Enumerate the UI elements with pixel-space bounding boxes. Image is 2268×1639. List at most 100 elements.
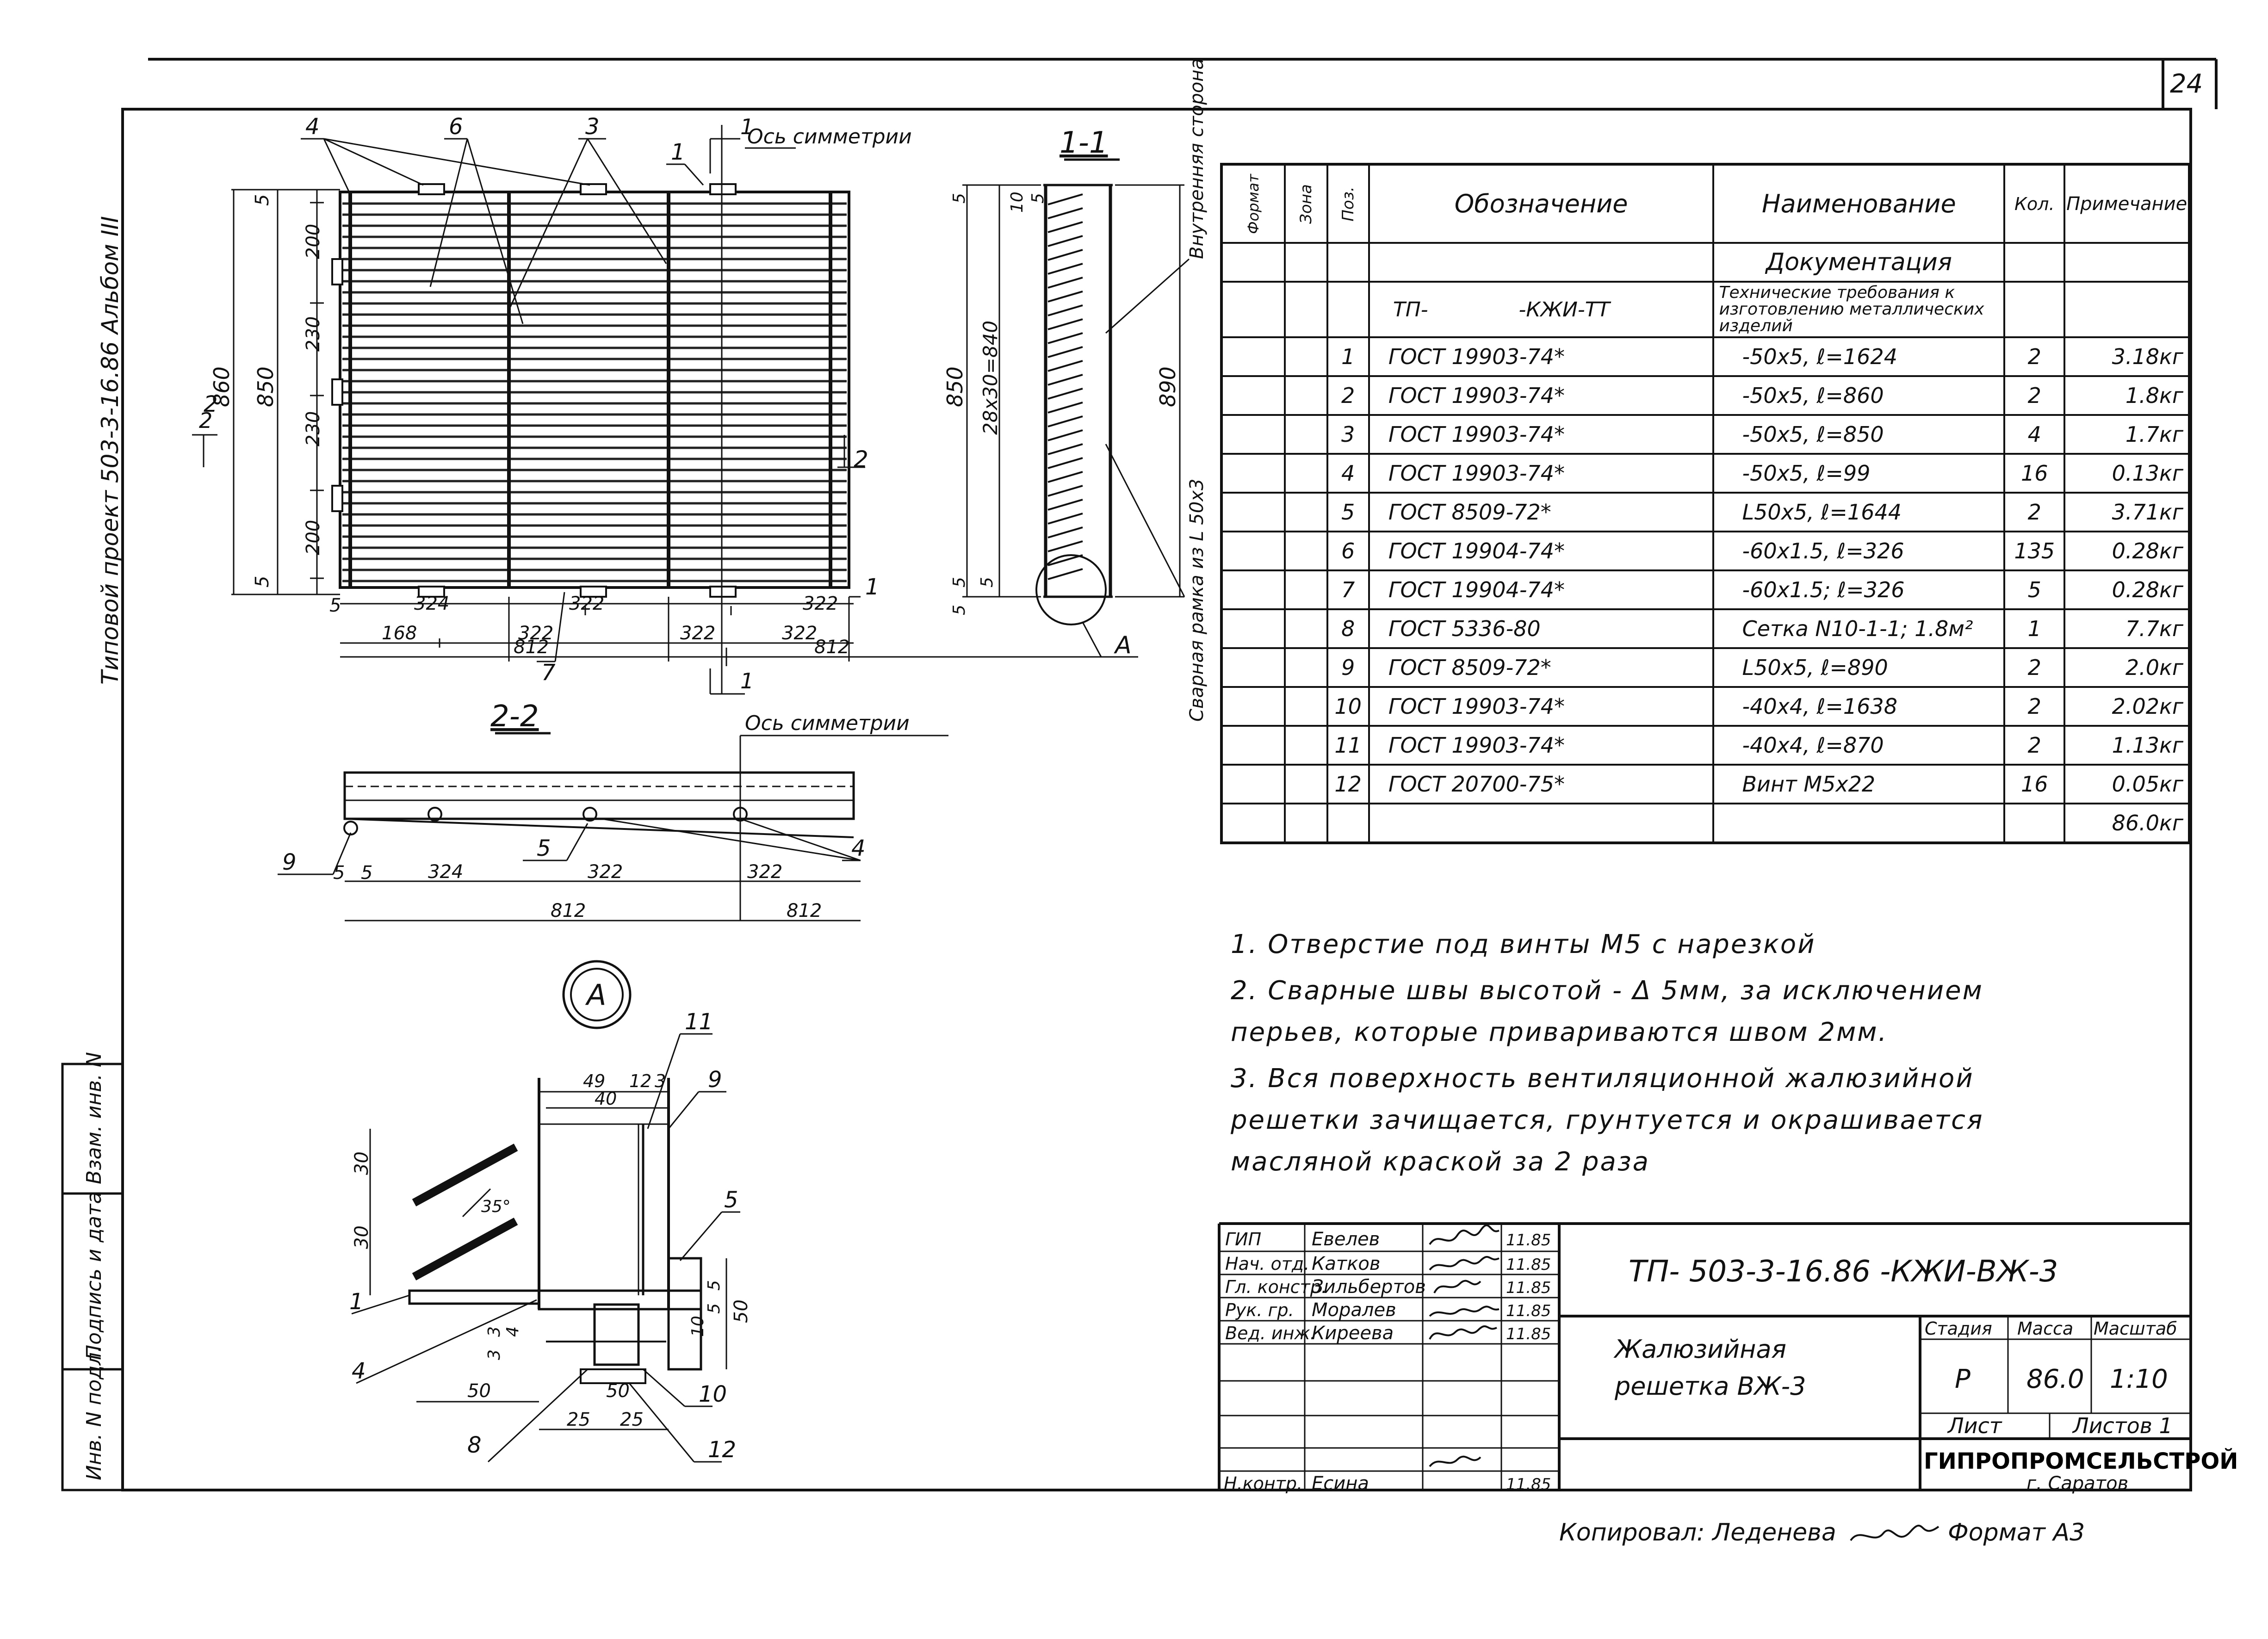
section-slat — [1047, 443, 1083, 455]
hdr-name: Наименование — [1712, 163, 2006, 244]
node-dim-50v: 50 — [731, 1299, 752, 1323]
dim-322d: 322 — [680, 623, 715, 644]
spec-cell-note: 1.8кг — [2064, 375, 2190, 416]
spec-cell-format — [1221, 414, 1286, 455]
node-dim-3: 3 — [655, 1071, 666, 1091]
node-dim-35: 35° — [481, 1197, 511, 1216]
node-dim-40: 40 — [595, 1089, 617, 1109]
spec-cell-format — [1221, 764, 1286, 804]
margin-sign-date: Подпись и дата — [82, 1192, 106, 1360]
section-slat — [1047, 277, 1083, 289]
callout-1: 1 — [865, 574, 880, 600]
spec-cell-name: Винт М5х22 — [1712, 764, 2006, 804]
node-dim-3b: 3 — [485, 1349, 504, 1360]
callout-6: 6 — [449, 114, 463, 140]
note-3c: масляной краской за 2 раза — [1231, 1147, 1650, 1177]
signatures — [1429, 1224, 1500, 1467]
spec-cell-designation: ГОСТ 8509-72* — [1368, 492, 1715, 532]
dim-812b: 812 — [814, 637, 849, 658]
s22-dim-5a: 5 — [333, 862, 345, 884]
hdr-qty: Кол. — [2003, 163, 2066, 244]
node-callout-5: 5 — [724, 1187, 738, 1213]
note-3a: 3. Вся поверхность вентиляционной жалюзи… — [1231, 1064, 1974, 1094]
s-dim-890: 890 — [1155, 366, 1180, 407]
s-dim-5c: 5 — [950, 577, 969, 588]
stamp-role-group: Рук. гр. — [1225, 1300, 1294, 1320]
s22-dim-812b: 812 — [787, 900, 822, 922]
copier-signature — [1850, 1524, 1940, 1541]
spec-doc-name: Технические требования к изготовлению ме… — [1712, 281, 2006, 338]
stamp-name-2: Катков — [1312, 1253, 1380, 1274]
node-dim-25a: 25 — [567, 1409, 590, 1430]
sheet-frame — [121, 58, 2218, 1491]
spec-cell-format — [1221, 686, 1286, 727]
section-slat — [1047, 540, 1083, 552]
spec-cell-qty: 16 — [2003, 453, 2066, 494]
s22-callout-4: 4 — [851, 835, 866, 861]
note-2a: 2. Сварные швы высотой - Δ 5мм, за исклю… — [1231, 976, 1983, 1006]
section-slat — [1047, 429, 1083, 441]
mass-label: Масса — [2017, 1318, 2073, 1339]
node-dim-5: 5 — [705, 1280, 724, 1291]
spec-cell-pos: 6 — [1326, 531, 1370, 571]
stamp-date-3: 11.85 — [1506, 1279, 1551, 1297]
spec-cell-format — [1221, 569, 1286, 610]
dim-322e: 322 — [782, 623, 817, 644]
spec-table-wrap: Формат Зона Поз. Обозначение Наименовани… — [1220, 163, 2191, 844]
s-dim-5d: 5 — [950, 605, 969, 615]
margin-replace-inv: Взам. инв. N — [82, 1052, 106, 1184]
symmetry-axis-top: Ось симметрии — [747, 125, 912, 148]
spec-total-empty — [1712, 803, 2006, 844]
spec-cell-zone — [1283, 375, 1328, 416]
footer-format: Формат А3 — [1948, 1519, 2085, 1546]
spec-total-empty — [2003, 803, 2066, 844]
section-slat — [1047, 568, 1083, 580]
sheet-label: Лист — [1947, 1413, 2002, 1438]
org-name: ГИПРОПРОМСЕЛЬСТРОЙ — [1924, 1448, 2238, 1474]
section-slat — [1047, 457, 1083, 469]
node-callout-11: 11 — [685, 1009, 713, 1035]
node-callout-10: 10 — [699, 1381, 727, 1407]
node-dim-4: 4 — [503, 1326, 522, 1337]
spec-cell-zone — [1283, 336, 1328, 377]
spec-table: Формат Зона Поз. Обозначение Наименовани… — [1220, 163, 2191, 844]
hdr-note: Примечание — [2064, 163, 2190, 244]
hdr-format: Формат — [1244, 173, 1262, 234]
section-slat — [1047, 291, 1083, 303]
section-slat — [1047, 221, 1083, 233]
section-slat — [1047, 415, 1083, 427]
spec-cell-qty: 16 — [2003, 764, 2066, 804]
spec-cell-note: 0.13кг — [2064, 453, 2190, 494]
spec-cell-designation: ГОСТ 19903-74* — [1368, 414, 1715, 455]
section-slat — [1047, 346, 1083, 358]
stamp-name-3: Зильбертов — [1312, 1276, 1426, 1298]
sheets-label: Листов 1 — [2072, 1413, 2173, 1438]
spec-cell-qty: 1 — [2003, 608, 2066, 649]
spec-cell-designation: ГОСТ 19903-74* — [1368, 453, 1715, 494]
section-slat — [1047, 513, 1083, 525]
section-slat — [1047, 554, 1083, 566]
spec-total-empty — [1283, 803, 1328, 844]
spec-cell-designation: ГОСТ 20700-75* — [1368, 764, 1715, 804]
section-slat — [1047, 499, 1083, 511]
spec-cell-name: -60х1.5; ℓ=326 — [1712, 569, 2006, 610]
section-slat — [1047, 249, 1083, 261]
spec-header-row: Формат Зона Поз. Обозначение Наименовани… — [1221, 163, 2190, 244]
spec-cell-note: 0.05кг — [2064, 764, 2190, 804]
s-dim-850: 850 — [942, 366, 967, 407]
stamp-name-4: Моралев — [1312, 1299, 1396, 1321]
spec-total-mass: 86.0кг — [2064, 803, 2190, 844]
symmetry-axis-mid: Ось симметрии — [745, 711, 910, 735]
spec-cell-zone — [1283, 686, 1328, 727]
dim-860: 860 — [209, 366, 234, 407]
note-1: 1. Отверстие под винты М5 с нарезкой — [1231, 929, 1816, 959]
stamp-date-1: 11.85 — [1506, 1231, 1551, 1249]
stamp-role-gip: ГИП — [1225, 1229, 1261, 1249]
node-dim-30b: 30 — [351, 1225, 372, 1249]
s22-callout-9: 9 — [282, 849, 297, 875]
spec-cell-note: 1.7кг — [2064, 414, 2190, 455]
